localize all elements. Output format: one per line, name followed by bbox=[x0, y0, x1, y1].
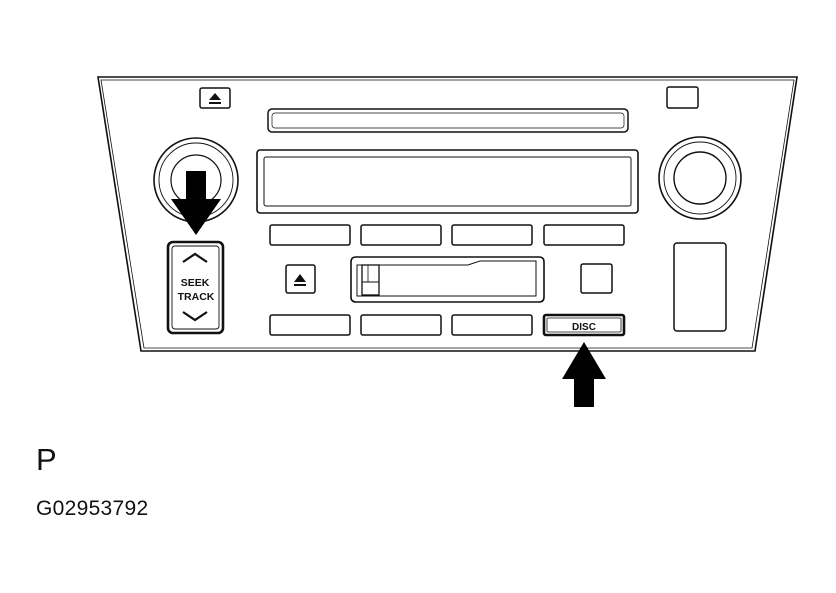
faceplate-outline bbox=[97, 76, 798, 352]
cassette-side-button[interactable] bbox=[580, 263, 613, 294]
lower-button-1[interactable] bbox=[269, 314, 351, 336]
disc-button[interactable]: DISC bbox=[542, 313, 626, 337]
lower-button-3[interactable] bbox=[451, 314, 533, 336]
right-tuning-knob[interactable] bbox=[658, 136, 742, 220]
chevron-up-icon bbox=[182, 252, 208, 263]
cassette-eject-button[interactable] bbox=[285, 264, 316, 294]
eject-icon bbox=[294, 274, 306, 282]
right-tall-panel bbox=[673, 242, 727, 332]
pointer-arrow-down bbox=[171, 171, 221, 235]
cd-slot bbox=[267, 108, 629, 133]
top-eject-button[interactable] bbox=[199, 87, 231, 109]
preset-button-2[interactable] bbox=[360, 224, 442, 246]
pointer-arrow-up bbox=[562, 342, 606, 407]
top-right-button[interactable] bbox=[666, 86, 699, 109]
track-label: TRACK bbox=[178, 291, 215, 303]
preset-button-1[interactable] bbox=[269, 224, 351, 246]
eject-icon bbox=[209, 93, 221, 100]
seek-track-button[interactable]: SEEK TRACK bbox=[166, 240, 225, 335]
chevron-down-icon bbox=[182, 311, 208, 322]
lower-button-2[interactable] bbox=[360, 314, 442, 336]
seek-label: SEEK bbox=[181, 277, 210, 289]
figure-letter: P bbox=[36, 442, 57, 477]
figure-code: G02953792 bbox=[36, 497, 149, 520]
faceplate-inner-edge bbox=[100, 79, 795, 349]
preset-button-3[interactable] bbox=[451, 224, 533, 246]
cassette-door bbox=[350, 256, 545, 303]
preset-button-4[interactable] bbox=[543, 224, 625, 246]
display-window bbox=[256, 149, 639, 214]
disc-label: DISC bbox=[572, 322, 596, 333]
